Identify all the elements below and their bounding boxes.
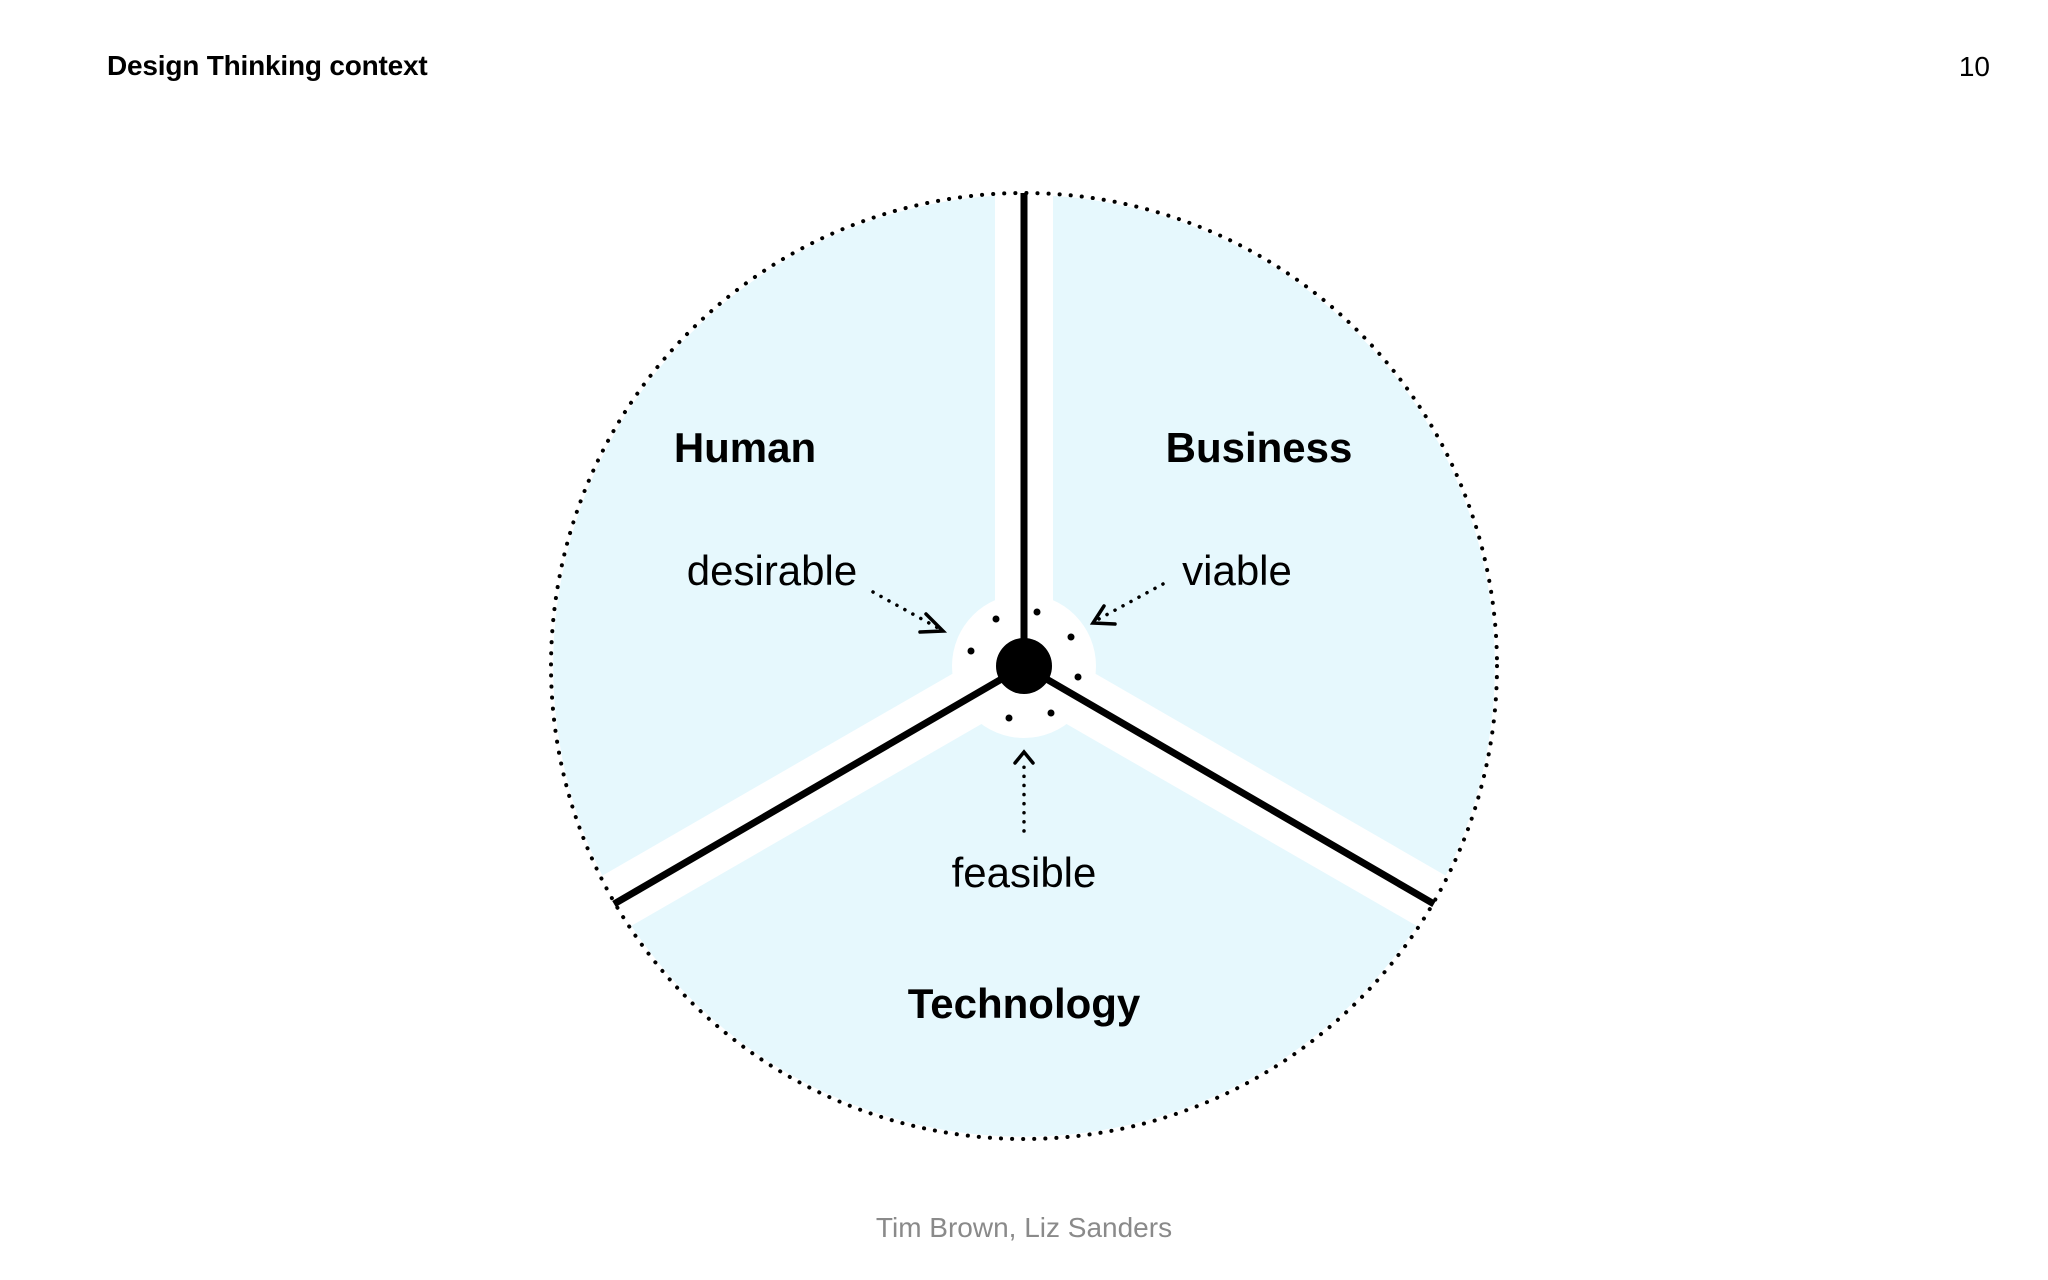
center-dots — [967, 608, 1082, 722]
arrow-desirable — [871, 590, 948, 634]
outer-dotted-circle — [549, 191, 1499, 1141]
quality-label-viable: viable — [1182, 547, 1292, 594]
source-credit: Tim Brown, Liz Sanders — [875, 1212, 1173, 1243]
center-node — [996, 638, 1052, 694]
sector-label-technology: Technology — [908, 980, 1141, 1027]
quality-label-desirable: desirable — [687, 547, 857, 594]
slide-title: Design Thinking context — [107, 50, 428, 81]
spoke-right — [1022, 662, 1436, 908]
arrow-viable — [1089, 582, 1165, 626]
spoke-left — [612, 662, 1026, 908]
arrow-feasible — [1013, 749, 1035, 833]
quality-label-feasible: feasible — [952, 849, 1097, 896]
sector-label-business: Business — [1166, 424, 1353, 471]
page-number: 10 — [1958, 51, 1990, 82]
sector-label-human: Human — [674, 424, 816, 471]
